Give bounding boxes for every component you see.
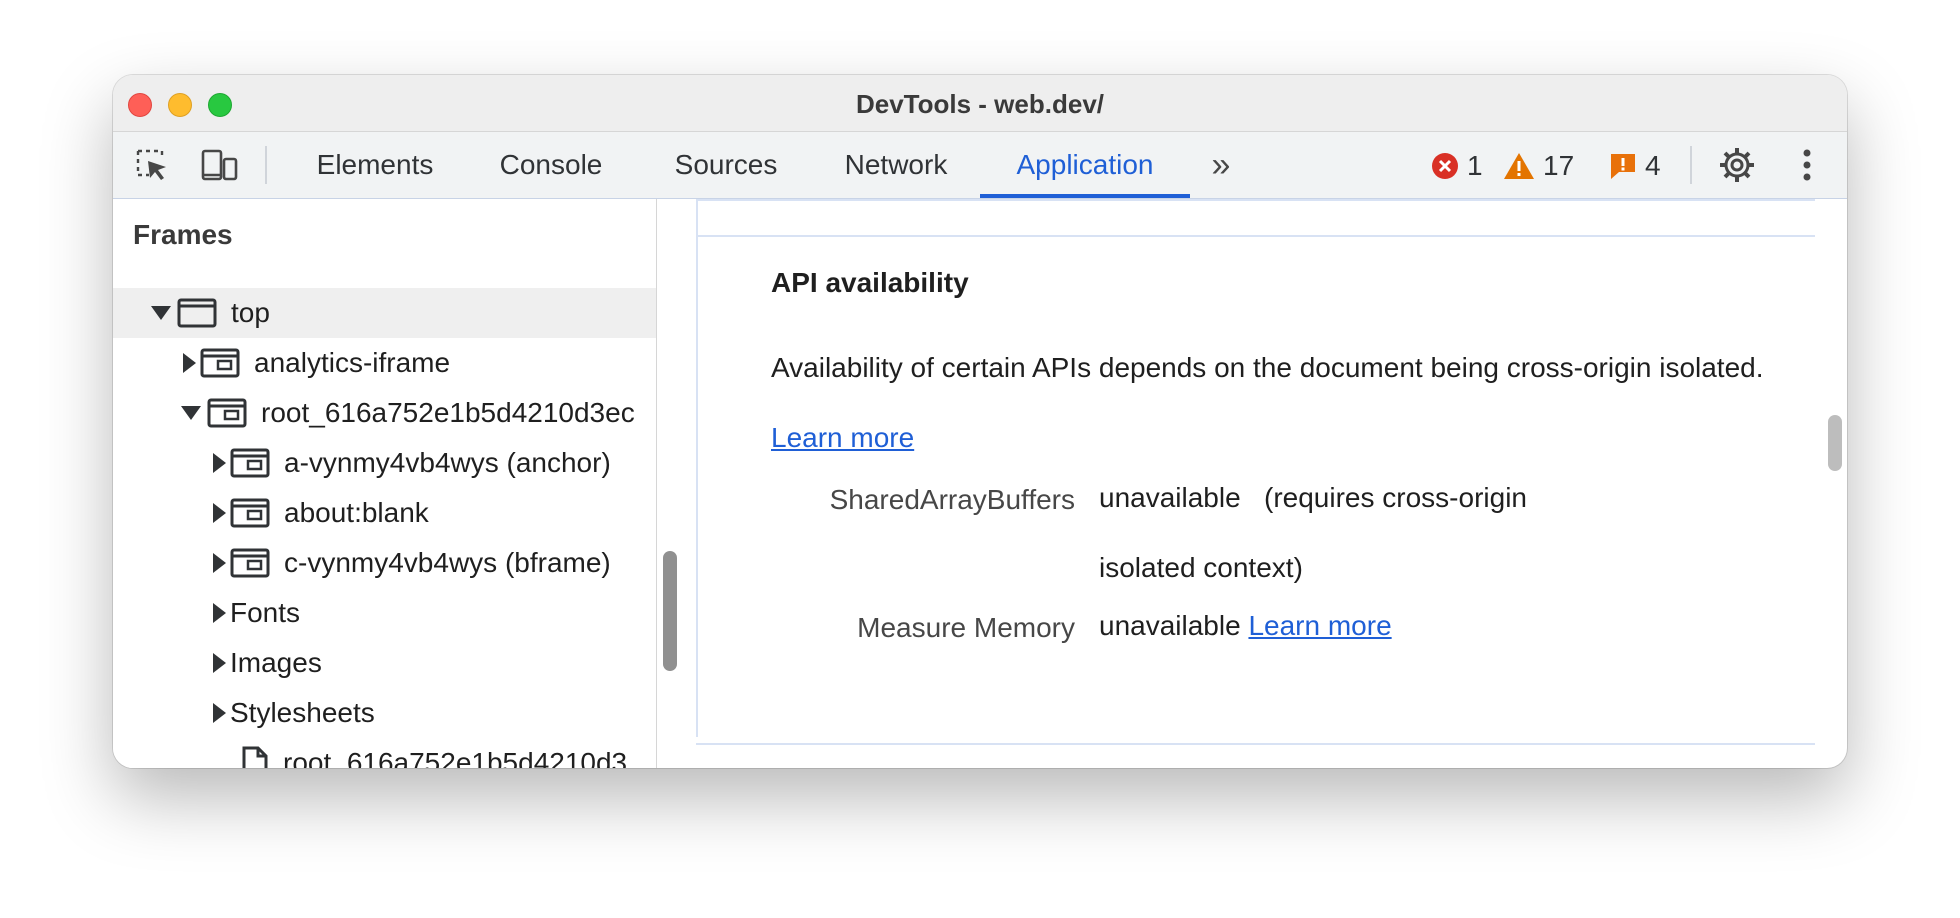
tree-item-label: analytics-iframe [254, 347, 451, 378]
status-value: unavailable [1099, 482, 1241, 513]
expand-arrow-icon[interactable] [213, 453, 226, 473]
card-top-border [696, 199, 1815, 201]
frames-vertical-scrollbar[interactable] [663, 551, 677, 671]
iframe-icon [230, 448, 270, 478]
warning-count: 17 [1543, 150, 1575, 181]
tab-elements[interactable]: Elements [316, 149, 434, 180]
card-divider [696, 235, 1815, 237]
file-icon [242, 746, 268, 768]
expand-arrow-icon[interactable] [213, 703, 226, 723]
tab-network[interactable]: Network [844, 149, 948, 180]
tree-item-about-blank[interactable]: about:blank [113, 488, 656, 538]
window-title: DevTools - web.dev/ [855, 89, 1104, 119]
card-bottom-border [696, 743, 1815, 745]
minimize-window-button[interactable] [168, 93, 192, 117]
measure-memory-label: Measure Memory [857, 612, 1075, 643]
error-icon [1432, 153, 1458, 179]
measure-memory-value: unavailable Learn more [1099, 591, 1569, 661]
more-tabs-button[interactable]: » [1211, 146, 1231, 184]
tree-item-analytics-iframe[interactable]: analytics-iframe [113, 338, 656, 388]
error-count: 1 [1467, 150, 1483, 181]
toolbar-divider [265, 146, 267, 184]
details-panel: API availability Availability of certain… [685, 199, 1815, 768]
tree-item-label: c-vynmy4vb4wys (bframe) [284, 547, 611, 578]
expand-arrow-icon[interactable] [151, 306, 171, 320]
warning-counter[interactable]: 17 [1503, 150, 1574, 182]
details-vertical-scrollbar[interactable] [1828, 415, 1842, 471]
error-counter[interactable]: 1 [1431, 150, 1483, 182]
tree-item-label: Images [230, 647, 322, 678]
iframe-icon [207, 398, 247, 428]
tab-application[interactable]: Application [1016, 149, 1154, 180]
tree-item-label: root_616a752e1b5d4210d3ec [261, 397, 635, 428]
tree-item-root-frame[interactable]: root_616a752e1b5d4210d3ec [113, 388, 656, 438]
description-text: Availability of certain APIs depends on … [771, 352, 1764, 383]
tree-item-stylesheet-file[interactable]: root_616a752e1b5d4210d3 [113, 738, 656, 768]
toolbar-divider [1690, 146, 1692, 184]
shared-array-buffers-value: unavailable (requires cross-origin isola… [1099, 463, 1569, 603]
status-note: (requires cross-origin isolated context) [1099, 482, 1527, 583]
frames-panel: Frames top analytics-iframe [113, 199, 657, 768]
active-tab-indicator [980, 194, 1190, 198]
api-availability-description: Availability of certain APIs depends on … [771, 333, 1771, 473]
issues-counter[interactable]: 4 [1609, 150, 1661, 182]
tree-item-label: a-vynmy4vb4wys (anchor) [284, 447, 611, 478]
learn-more-link[interactable]: Learn more [771, 422, 915, 453]
tree-item-label: root_616a752e1b5d4210d3 [283, 747, 628, 768]
device-toolbar-icon[interactable] [200, 145, 240, 185]
api-availability-card [696, 199, 1815, 737]
issue-icon [1611, 154, 1635, 179]
tree-item-images[interactable]: Images [113, 638, 656, 688]
section-title: API availability [771, 267, 969, 298]
tab-sources[interactable]: Sources [674, 149, 778, 180]
expand-arrow-icon[interactable] [213, 503, 226, 523]
devtools-window: DevTools - web.dev/ Elements Console Sou… [113, 75, 1847, 768]
settings-gear-icon[interactable] [1717, 145, 1757, 185]
inspect-element-icon[interactable] [132, 145, 172, 185]
issues-count: 4 [1645, 150, 1661, 181]
iframe-icon [230, 498, 270, 528]
tree-item-top[interactable]: top [113, 288, 656, 338]
status-value: unavailable [1099, 610, 1241, 641]
iframe-icon [230, 548, 270, 578]
frames-header: Frames [133, 219, 233, 250]
tree-item-label: Fonts [230, 597, 301, 628]
tree-item-stylesheets[interactable]: Stylesheets [113, 688, 656, 738]
frame-icon [177, 298, 217, 328]
expand-arrow-icon[interactable] [213, 553, 226, 573]
expand-arrow-icon[interactable] [213, 603, 226, 623]
devtools-toolbar: Elements Console Sources Network Applica… [113, 132, 1847, 199]
maximize-window-button[interactable] [208, 93, 232, 117]
tree-item-anchor-frame[interactable]: a-vynmy4vb4wys (anchor) [113, 438, 656, 488]
warning-icon [1504, 153, 1534, 179]
tab-console[interactable]: Console [499, 149, 603, 180]
expand-arrow-icon[interactable] [183, 353, 196, 373]
tree-item-label: top [231, 297, 270, 328]
tree-item-bframe[interactable]: c-vynmy4vb4wys (bframe) [113, 538, 656, 588]
measure-memory-learn-more-link[interactable]: Learn more [1248, 610, 1392, 641]
iframe-icon [200, 348, 240, 378]
title-bar: DevTools - web.dev/ [113, 75, 1847, 132]
expand-arrow-icon[interactable] [181, 406, 201, 420]
close-window-button[interactable] [128, 93, 152, 117]
shared-array-buffers-label: SharedArrayBuffers [829, 484, 1075, 515]
more-options-icon[interactable] [1787, 145, 1827, 185]
tree-item-label: Stylesheets [230, 697, 375, 728]
tree-item-label: about:blank [284, 497, 429, 528]
expand-arrow-icon[interactable] [213, 653, 226, 673]
tree-item-fonts[interactable]: Fonts [113, 588, 656, 638]
